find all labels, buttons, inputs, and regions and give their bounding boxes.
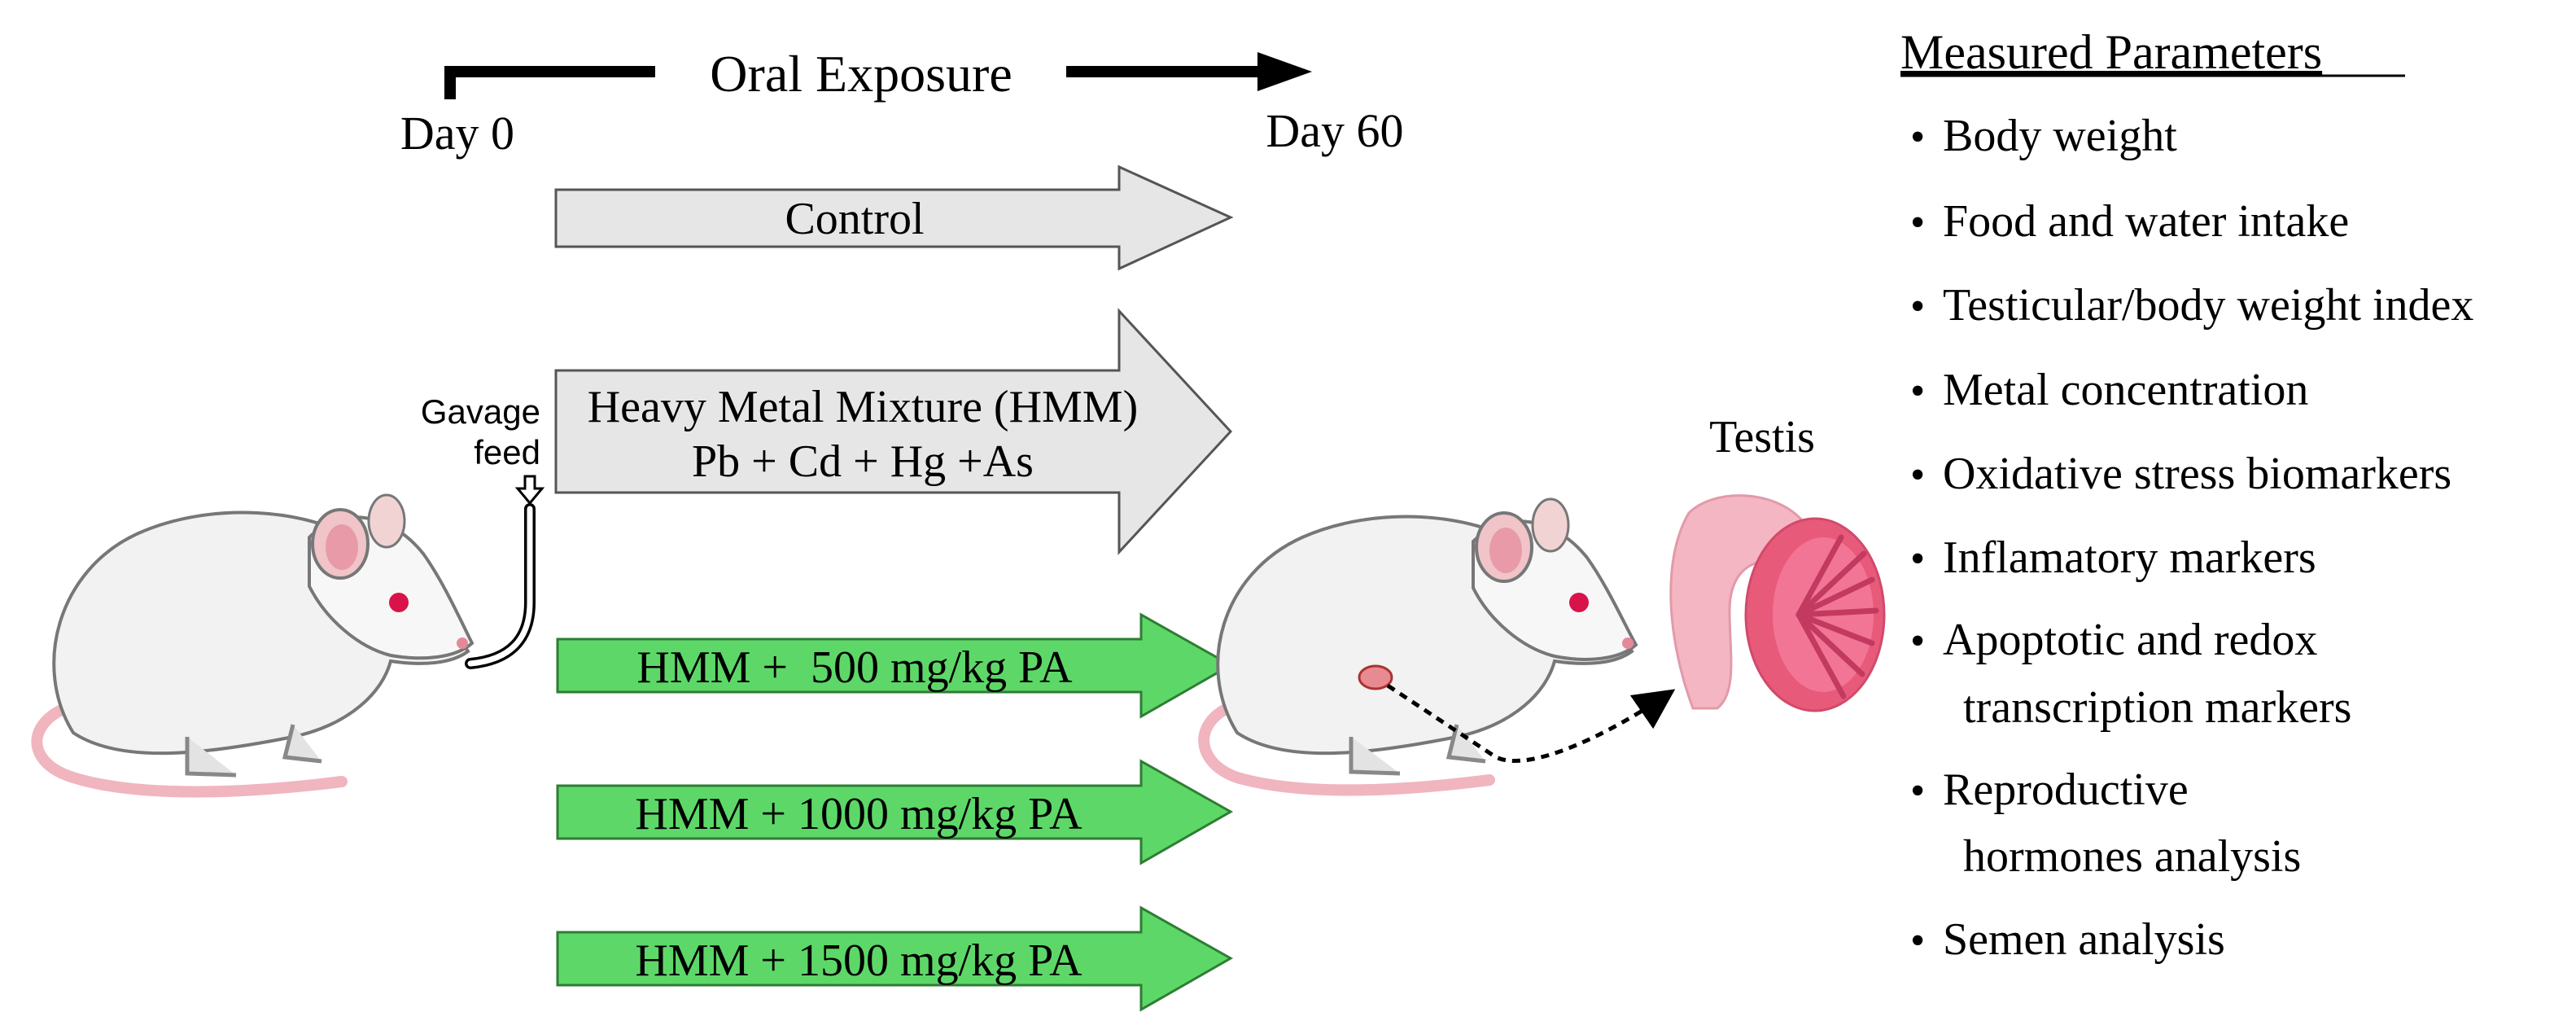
rat-leg-front [1445,724,1486,764]
parameter-item: • Food and water intake [1910,196,2349,247]
gavage-annotation: Gavage feed [421,392,545,669]
rat-leg-back [1349,737,1401,776]
measured-parameters-panel: Measured Parameters • Body weight • Food… [1900,25,2473,965]
group-arrow-shape [556,612,1234,719]
timeline-end-label: Day 60 [1266,104,1403,157]
parameter-text: Testicular/body weight index [1943,280,2473,331]
rat-left-icon [31,493,475,798]
parameter-text: Body weight [1943,111,2177,161]
rat-right-icon [1198,497,1676,796]
rat-eye [1569,593,1589,612]
timeline-title: Oral Exposure [710,45,1012,103]
group-arrow-shape [556,759,1234,865]
parameter-item: • Body weight [1910,111,2177,161]
parameter-text: Food and water intake [1943,196,2349,247]
group-arrow-hmm: Heavy Metal Mixture (HMM) Pb + Cd + Hg +… [554,308,1233,555]
parameter-item: • Testicular/body weight index [1910,280,2473,331]
rat-leg-front [282,724,322,764]
parameter-bullet: • [1910,114,1925,160]
parameter-bullet: • [1910,618,1925,664]
parameter-bullet: • [1910,918,1925,964]
testis-lobules [1795,534,1879,699]
parameter-bullet: • [1910,368,1925,414]
parameter-bullet: • [1910,536,1925,582]
gavage-label-line2: feed [474,433,540,471]
parameter-bullet: • [1910,199,1925,246]
rat-ear-inner [326,524,358,570]
pointer-arrow [1386,683,1676,763]
testis-icon: Testis [1669,412,1886,712]
rat-eye [389,593,409,612]
gavage-label-line1: Gavage [421,392,540,431]
rat-tail [31,694,348,798]
parameter-bullet: • [1910,768,1925,814]
parameter-text: Inflamatory markers [1943,532,2316,583]
down-arrow-icon [514,475,545,506]
rat-nose [1622,637,1634,649]
group-arrow-pa-1000: HMM + 1000 mg/kg PA [556,759,1234,865]
group-arrow-shape [554,164,1234,271]
group-label: HMM + 1000 mg/kg PA [635,789,1082,839]
group-label: HMM + 500 mg/kg PA [636,642,1073,693]
parameter-text: Metal concentration [1943,365,2308,415]
parameter-bullet: • [1910,452,1925,498]
organ-label: Testis [1709,412,1815,462]
parameter-item: • Inflamatory markers [1910,532,2316,583]
timeline: Oral Exposure Day 0 Day 60 [400,45,1404,160]
rat-nose [457,637,468,649]
timeline-start-label: Day 0 [400,107,514,160]
parameter-item: • Semen analysis [1910,914,2225,965]
group-arrow-shape [554,308,1233,555]
group-arrow-control: Control [554,164,1234,271]
parameter-item: • Apoptotic and redox transcription mark… [1910,615,2351,733]
parameters-title: Measured Parameters [1900,25,2322,79]
timeline-arrow-head [1257,52,1312,91]
group-label: HMM + 1500 mg/kg PA [635,935,1082,986]
rat-ear-back [1531,497,1570,553]
group-arrow-shape [556,905,1234,1012]
group-sublabel: Pb + Cd + Hg +As [692,436,1034,487]
parameter-text: Oxidative stress biomarkers [1943,449,2451,499]
parameter-text: Apoptotic and redox [1943,615,2317,665]
parameter-text-continued: hormones analysis [1963,831,2301,882]
rat-tail [1198,694,1495,796]
parameter-text: Reproductive [1943,765,2189,815]
group-arrow-pa-1500: HMM + 1500 mg/kg PA [556,905,1234,1012]
group-label: Control [785,194,924,244]
rat-ear-back [367,493,406,549]
gavage-tube-inner [467,506,533,667]
parameter-bullet: • [1910,283,1925,330]
group-label: Heavy Metal Mixture (HMM) [588,382,1139,432]
parameter-text: Semen analysis [1943,914,2225,965]
parameter-item: • Oxidative stress biomarkers [1910,449,2451,499]
testis-location-marker [1358,664,1393,690]
rat-ear-inner [1489,528,1522,573]
rat-leg-back [185,737,237,778]
parameter-item: • Metal concentration [1910,365,2308,415]
group-arrow-pa-500: HMM + 500 mg/kg PA [556,612,1234,719]
group-arrows: Control Heavy Metal Mixture (HMM) Pb + C… [554,164,1234,1012]
parameter-text-continued: transcription markers [1963,682,2351,733]
parameter-item: • Reproductive hormones analysis [1910,765,2301,882]
timeline-start-bracket [444,66,655,99]
